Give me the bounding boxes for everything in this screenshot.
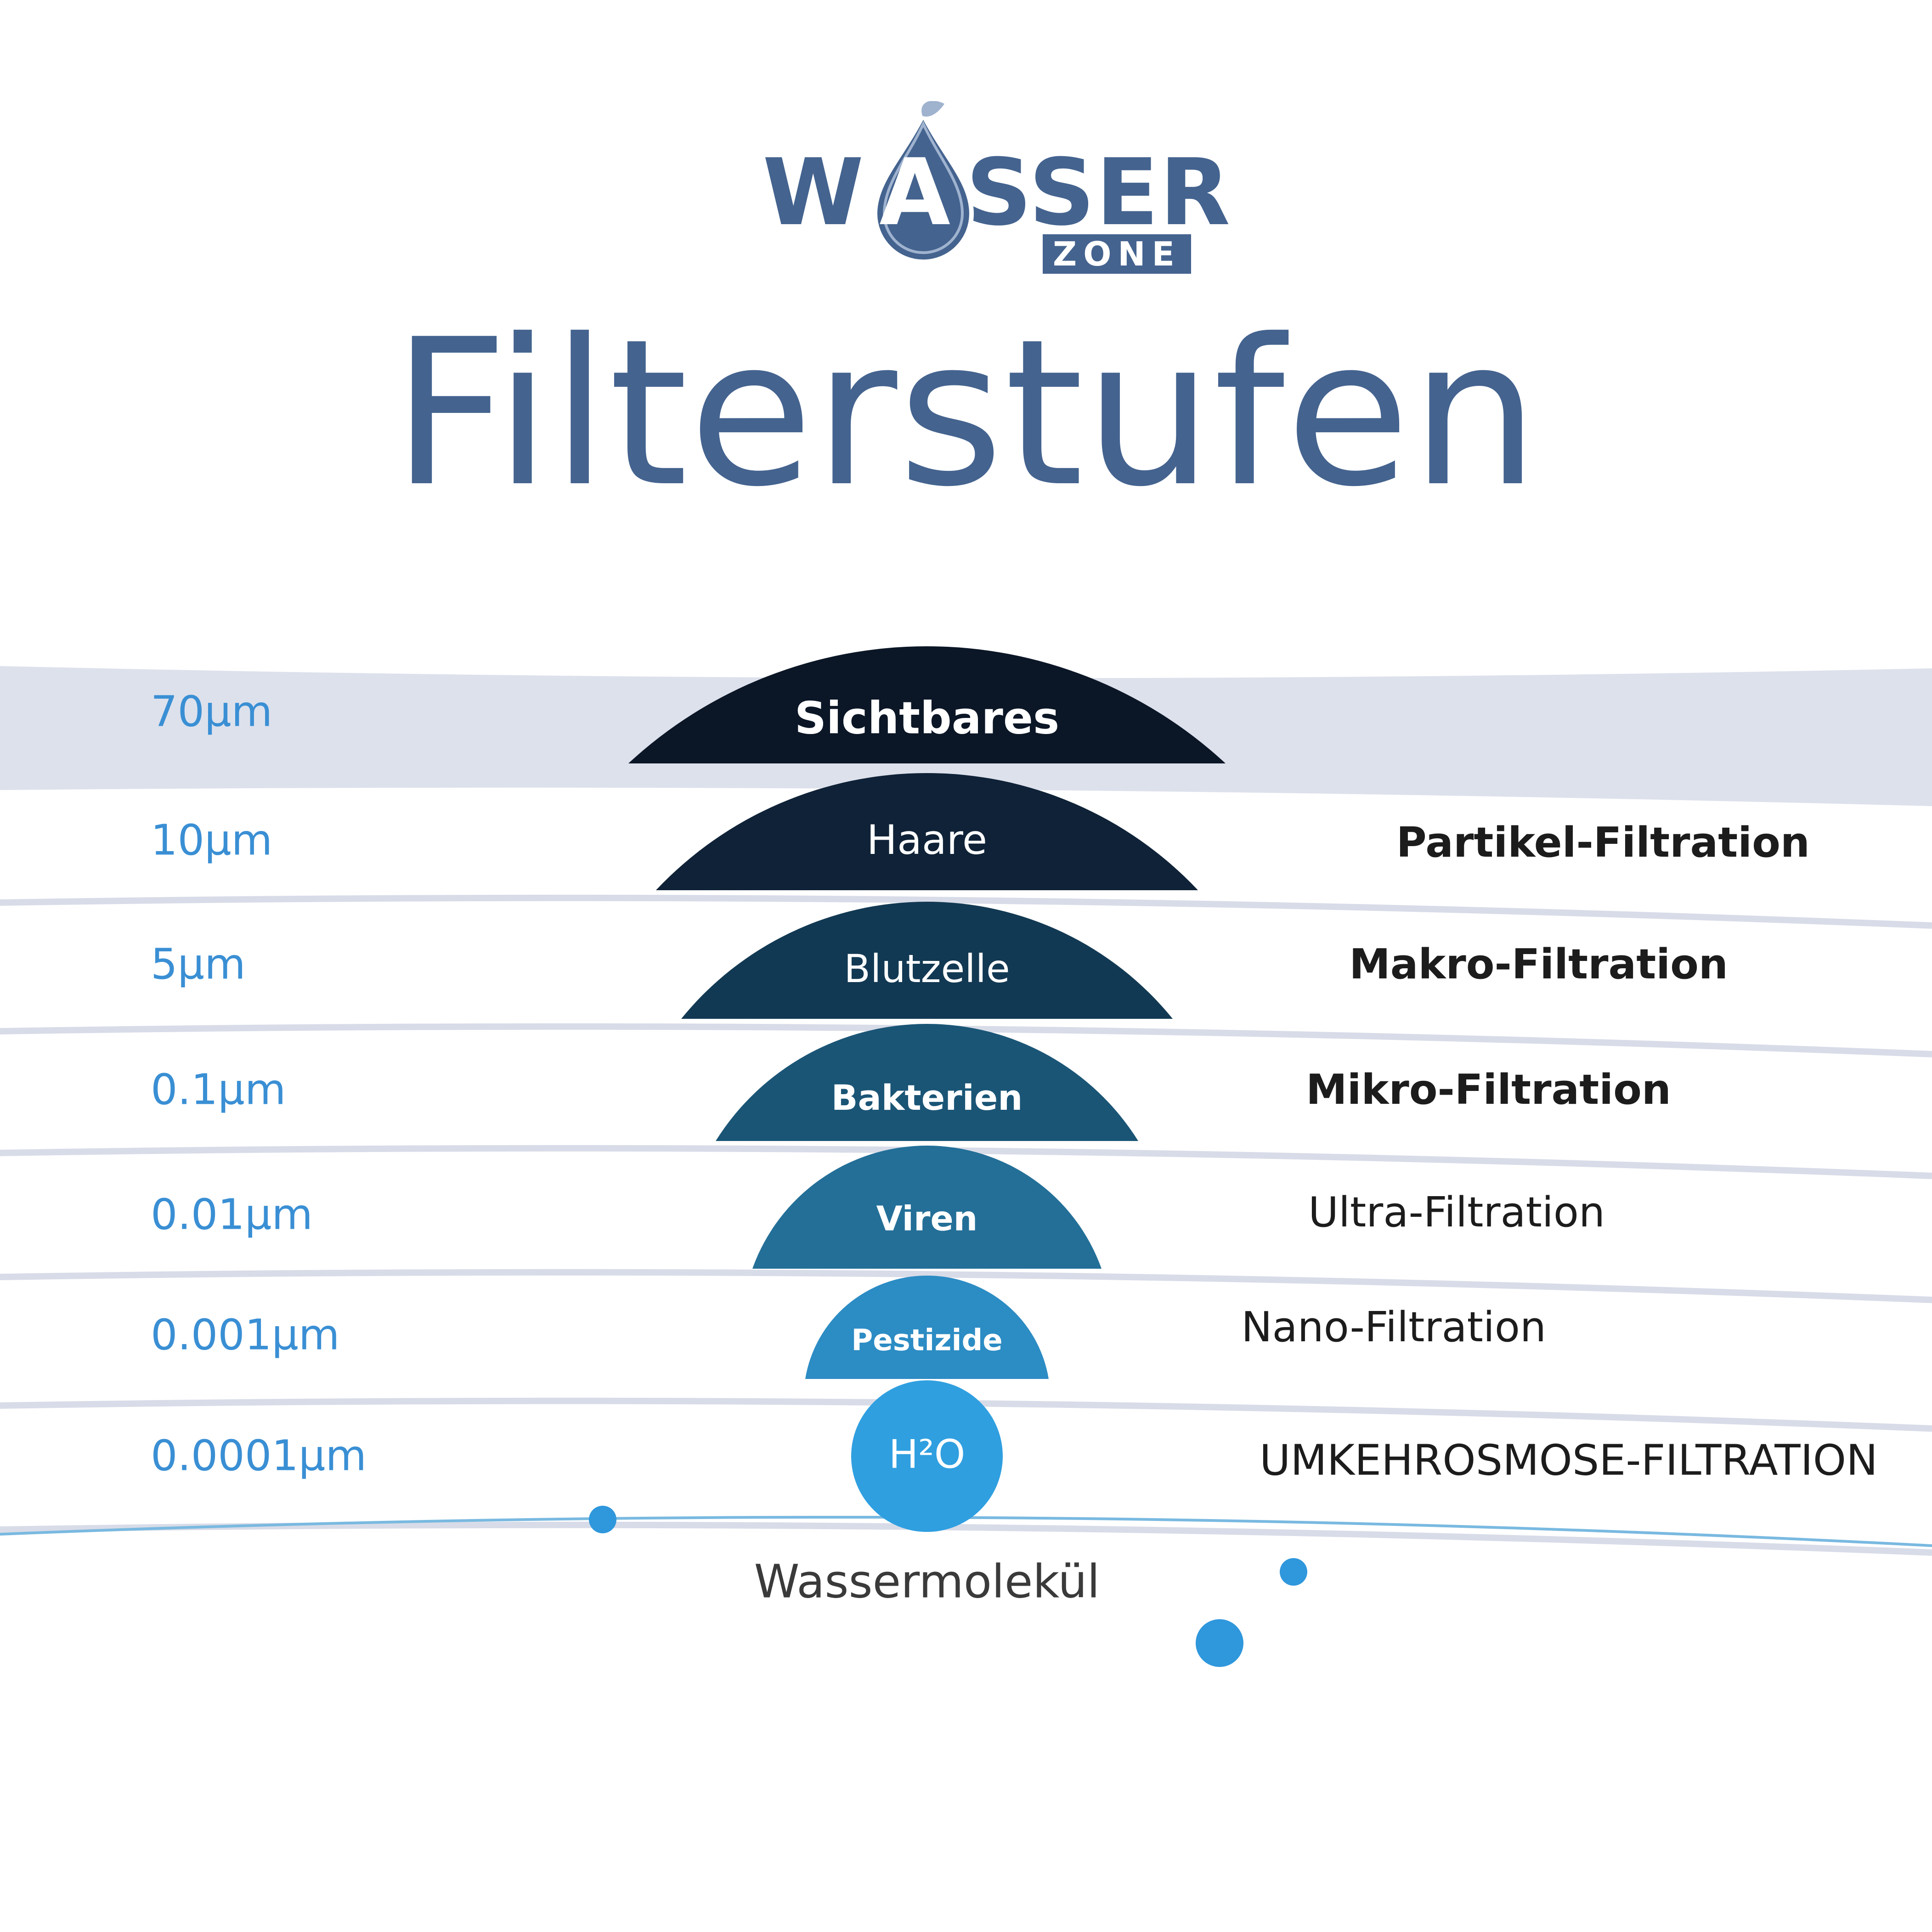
size-label-7: 0.0001µm xyxy=(151,1431,367,1480)
dome-5 xyxy=(752,1146,1102,1269)
filtration-label-2: Makro-Filtration xyxy=(1349,940,1728,989)
dome-label-3: Blutzelle xyxy=(844,946,1010,991)
dome-4 xyxy=(716,1024,1138,1141)
separator-line xyxy=(0,894,1932,929)
decorative-dot xyxy=(1280,1558,1307,1586)
dome-label-2: Haare xyxy=(867,816,987,864)
water-drop-icon xyxy=(872,101,974,264)
dome-label-6: Pestizide xyxy=(851,1324,1002,1358)
filtration-label-5: Nano-Filtration xyxy=(1241,1303,1546,1351)
filtration-label-6: UMKEHROSMOSE-FILTRATION xyxy=(1260,1435,1878,1485)
dome-label-5: Viren xyxy=(876,1199,978,1239)
logo-wordmark-w: W xyxy=(763,139,865,246)
logo-wordmark-rest: SSER xyxy=(966,139,1232,246)
dome-6 xyxy=(805,1276,1049,1379)
dome-3 xyxy=(681,901,1173,1019)
size-label-4: 0.1µm xyxy=(151,1065,286,1114)
filtration-label-3: Mikro-Filtration xyxy=(1306,1066,1671,1114)
filtration-label-4: Ultra-Filtration xyxy=(1308,1188,1605,1237)
logo-sub-badge: ZONE xyxy=(1043,234,1191,274)
separator-line xyxy=(0,1521,1932,1556)
logo-wordmark-a: A xyxy=(879,139,951,246)
filtration-label-1: Partikel-Filtration xyxy=(1396,819,1810,867)
size-label-3: 5µm xyxy=(151,939,246,989)
water-molecule-circle xyxy=(851,1380,1003,1532)
molecule-caption: Wassermolekül xyxy=(754,1554,1100,1608)
separator-line xyxy=(0,1269,1932,1303)
page-title: Filterstufen xyxy=(392,296,1540,531)
dome-1 xyxy=(628,646,1226,763)
decorative-dot xyxy=(589,1506,616,1533)
dome-2 xyxy=(656,773,1198,890)
size-label-5: 0.01µm xyxy=(151,1190,313,1239)
dome-label-1: Sichtbares xyxy=(795,692,1059,744)
water-molecule-label: H²O xyxy=(889,1431,966,1477)
size-label-1: 70µm xyxy=(151,687,272,736)
size-label-6: 0.001µm xyxy=(151,1310,340,1359)
decorative-dot xyxy=(1196,1619,1243,1667)
dome-label-4: Bakterien xyxy=(831,1077,1023,1118)
size-label-2: 10µm xyxy=(151,815,272,864)
